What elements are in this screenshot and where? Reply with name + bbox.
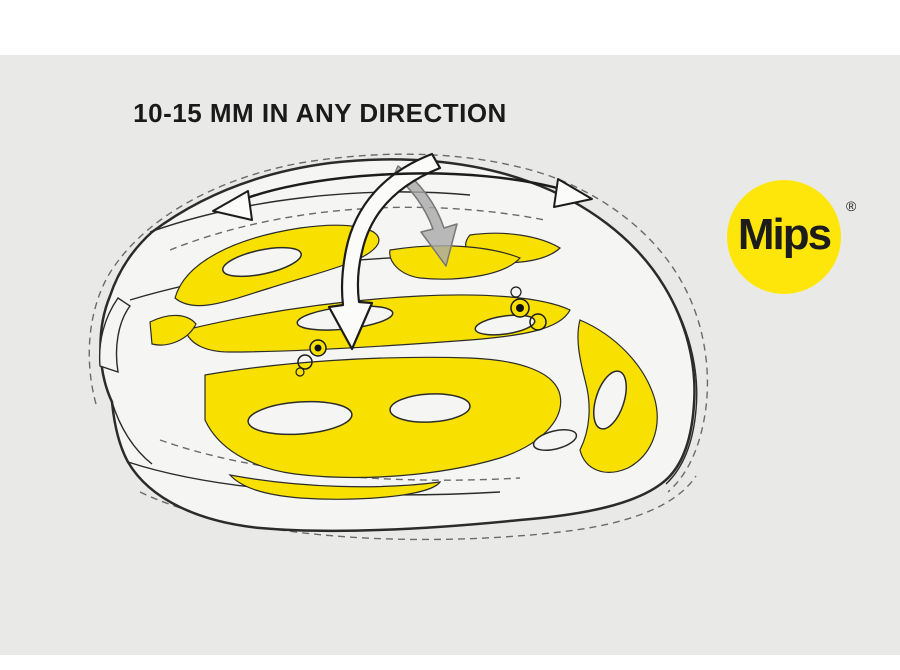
pivot-front bbox=[295, 339, 327, 377]
mips-logo-circle: Mips bbox=[727, 180, 841, 294]
pivot-rear bbox=[510, 286, 547, 331]
diagram-title: 10-15 MM IN ANY DIRECTION bbox=[133, 98, 507, 128]
displacement-arrow-down bbox=[327, 152, 442, 351]
registered-trademark-symbol: ® bbox=[846, 198, 857, 214]
mips-logo-text: Mips bbox=[737, 210, 832, 259]
mips-logo: Mips ® bbox=[727, 180, 877, 300]
motion-range-arrow bbox=[212, 172, 593, 221]
displacement-arrow-gray bbox=[393, 165, 458, 267]
